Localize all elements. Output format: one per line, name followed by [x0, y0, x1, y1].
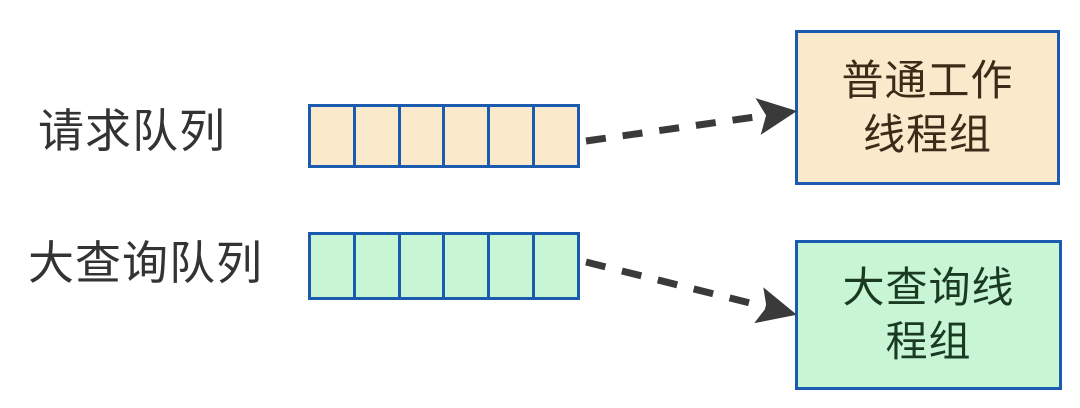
bigquery-queue-label: 大查询队列: [28, 236, 263, 290]
queue-cell: [535, 235, 577, 297]
queue-cell: [400, 235, 446, 297]
bigquery-thread-group-box: 大查询线 程组: [795, 240, 1062, 390]
request-queue-label: 请求队列: [38, 104, 226, 158]
queue-cell: [490, 107, 536, 165]
normal-worker-thread-group-box: 普通工作 线程组: [795, 30, 1060, 185]
connector-bigquery-to-bigquery-group: [585, 258, 797, 324]
bigquery-thread-group-text: 大查询线 程组: [842, 263, 1015, 366]
bigquery-queue-strip: [308, 232, 580, 300]
queue-cell: [445, 235, 491, 297]
queue-cell: [445, 107, 491, 165]
queue-cell: [311, 107, 356, 165]
queue-cell: [311, 235, 356, 297]
queue-cell: [355, 235, 401, 297]
normal-worker-thread-group-text: 普通工作 线程组: [841, 55, 1014, 159]
queue-cell: [535, 107, 577, 165]
queue-cell: [355, 107, 401, 165]
queue-cell: [490, 235, 536, 297]
connector-request-to-normal: [585, 98, 797, 145]
request-queue-strip: [308, 104, 580, 168]
queue-cell: [400, 107, 446, 165]
